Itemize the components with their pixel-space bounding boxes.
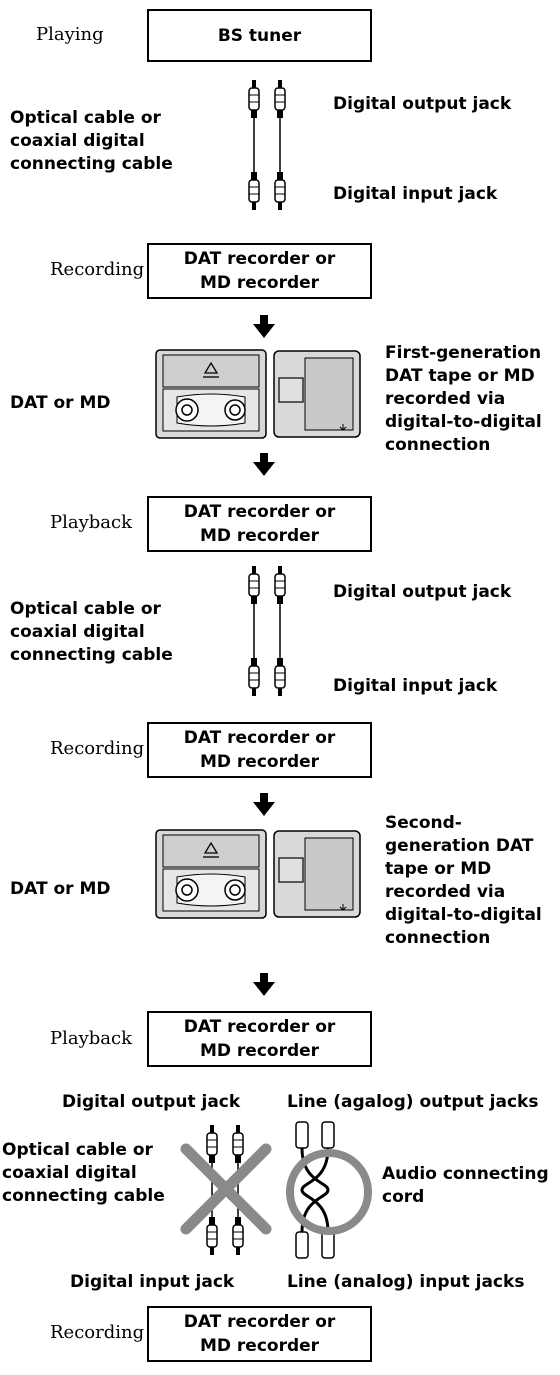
digital-output-label-3: Digital output jack	[62, 1092, 241, 1112]
digital-output-label-2: Digital output jack	[333, 582, 512, 602]
dat-or-md-label-1: DAT or MD	[10, 393, 111, 413]
line-output-label: Line (agalog) output jacks	[287, 1092, 539, 1112]
line-input-label: Line (analog) input jacks	[287, 1272, 525, 1292]
stage-label-playing: Playing	[36, 24, 104, 45]
digital-cable-icon	[248, 566, 286, 696]
stage-label-recording-2: Recording	[50, 738, 145, 759]
minidisc-icon	[273, 830, 361, 918]
dat-recorder-box-2: DAT recorder or MD recorder	[147, 496, 372, 552]
dat-recorder-box-5: DAT recorder or MD recorder	[147, 1306, 372, 1362]
stage-label-playback-1: Playback	[50, 512, 133, 533]
stage-label-recording-3: Recording	[50, 1322, 145, 1343]
down-arrow-icon	[253, 315, 275, 338]
digital-output-label-1: Digital output jack	[333, 94, 512, 114]
stage-label-playback-2: Playback	[50, 1028, 133, 1049]
digital-cable-icon	[248, 80, 286, 210]
digital-input-label-3: Digital input jack	[70, 1272, 235, 1292]
approved-circle-icon	[286, 1149, 372, 1235]
down-arrow-icon	[253, 973, 275, 996]
dat-recorder-line1: DAT recorder or	[183, 502, 336, 522]
dat-recorder-line2: MD recorder	[199, 526, 320, 546]
dat-recorder-line2: MD recorder	[199, 273, 320, 293]
bs-tuner-box: BS tuner	[147, 9, 372, 62]
dat-recorder-line1: DAT recorder or	[183, 728, 336, 748]
dat-recorder-line2: MD recorder	[199, 1336, 320, 1356]
dat-recorder-box-3: DAT recorder or MD recorder	[147, 722, 372, 778]
down-arrow-icon	[253, 793, 275, 816]
stage-label-recording-1: Recording	[50, 259, 145, 280]
down-arrow-icon	[253, 453, 275, 476]
dat-recorder-line2: MD recorder	[199, 1041, 320, 1061]
bs-tuner-label: BS tuner	[217, 25, 302, 46]
digital-input-label-1: Digital input jack	[333, 184, 498, 204]
dat-cassette-icon	[155, 829, 267, 919]
digital-input-label-2: Digital input jack	[333, 676, 498, 696]
dat-cassette-icon	[155, 349, 267, 439]
audio-cord-icon	[295, 1121, 335, 1259]
dat-recorder-box-4: DAT recorder or MD recorder	[147, 1011, 372, 1067]
dat-recorder-line2: MD recorder	[199, 752, 320, 772]
dat-recorder-box-1: DAT recorder or MD recorder	[147, 243, 372, 299]
dat-recorder-line1: DAT recorder or	[183, 249, 336, 269]
prohibited-cross-icon	[180, 1143, 272, 1235]
digital-cable-icon	[206, 1125, 244, 1255]
dat-recorder-line1: DAT recorder or	[183, 1017, 336, 1037]
dat-recorder-line1: DAT recorder or	[183, 1312, 336, 1332]
dat-or-md-label-2: DAT or MD	[10, 879, 111, 899]
minidisc-icon	[273, 350, 361, 438]
